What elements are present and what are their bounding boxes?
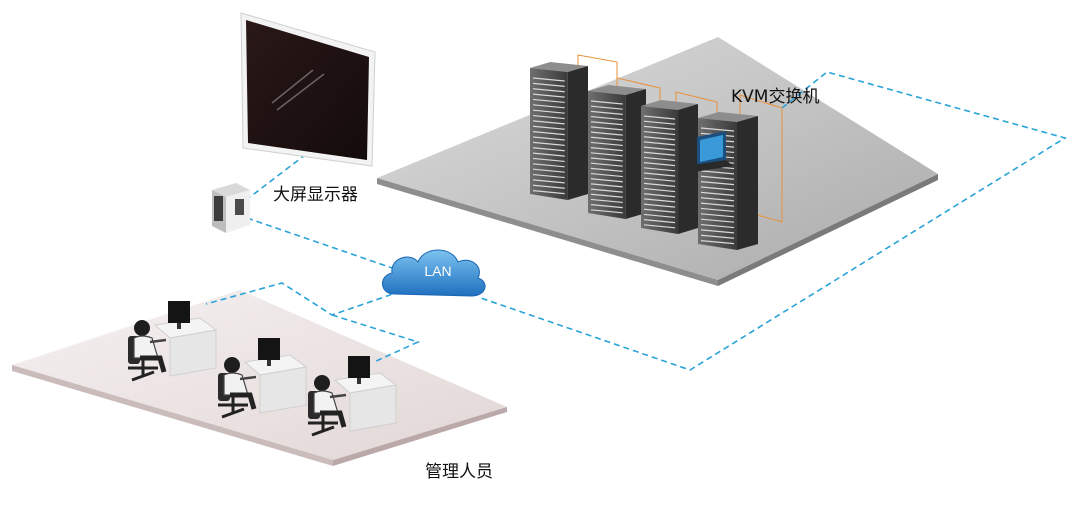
chair-icon [128, 360, 158, 382]
operator-icon [313, 375, 347, 428]
monitor-icon [168, 301, 190, 323]
lan-cloud-icon [382, 249, 486, 297]
workstation [218, 338, 308, 419]
kvm-switch-label: KVM交换机 [731, 87, 820, 107]
big-screen-label: 大屏显示器 [273, 185, 358, 205]
office-floor-edge [12, 365, 333, 466]
chair-icon [218, 397, 248, 419]
server-room-floor-edge-right [718, 174, 938, 286]
big-screen-display-icon [240, 12, 376, 167]
server-rack-icon [588, 85, 646, 219]
server-rack-icon [530, 62, 588, 200]
link-kvm-loop [477, 71, 1067, 371]
monitor-icon [348, 356, 370, 378]
workstation [308, 356, 398, 437]
staff-label: 管理人员 [425, 462, 493, 482]
office-floor-edge-right [333, 407, 507, 466]
monitor-icon [258, 338, 280, 360]
server-room-floor-edge [377, 178, 718, 286]
link-office-desks [331, 314, 421, 363]
kvm-console-icon [680, 131, 733, 173]
chair-icon [308, 415, 338, 437]
operator-icon [133, 320, 167, 373]
lan-label: LAN [424, 263, 452, 279]
display-controller-icon [212, 183, 250, 233]
operator-icon [223, 357, 257, 410]
server-rack-icon [698, 112, 758, 250]
link-controller-lan [246, 217, 399, 271]
workstation [128, 301, 218, 382]
